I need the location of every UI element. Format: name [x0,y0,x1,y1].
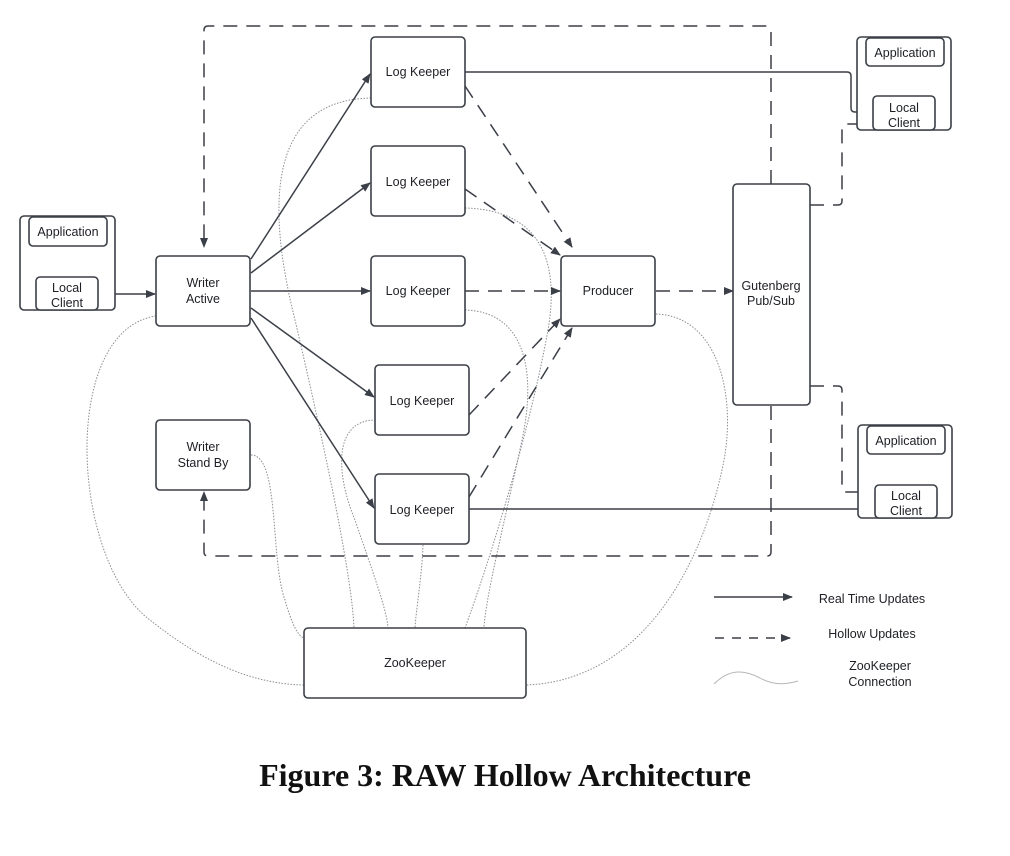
rt-writer-to-lk1 [250,73,371,260]
gutenberg-label-2: Pub/Sub [747,294,795,308]
log-keeper-1: Log Keeper [370,36,466,108]
local-client-label-left-1: Local [52,281,82,295]
rt-writer-to-lk4 [250,307,375,398]
local-client-label-top-right-2: Client [888,116,920,130]
gutenberg-node: Gutenberg Pub/Sub [732,183,811,406]
log-keeper-4: Log Keeper [374,364,470,436]
legend-real-time-label: Real Time Updates [819,592,925,606]
producer-label: Producer [583,284,634,298]
writer-standby-label-1: Writer [186,440,219,454]
producer-node: Producer [560,255,656,327]
hollow-lk4-to-producer [468,318,561,416]
rt-lk1-to-top-client [465,71,875,116]
application-box-bottom-right [866,425,946,455]
writer-active-label-2: Active [186,292,220,306]
rt-writer-to-lk2 [250,182,371,274]
figure-caption: Figure 3: RAW Hollow Architecture [259,757,751,793]
local-client-label-left-2: Client [51,296,83,310]
legend-zookeeper-label-2: Connection [848,675,911,689]
local-client-label-bottom-right-2: Client [890,504,922,518]
hollow-gutenberg-to-writers-loop [200,25,772,248]
hollow-gutenberg-to-standby-loop [200,406,772,557]
gutenberg-label-1: Gutenberg [741,279,800,293]
application-label-bottom-right: Application [875,434,936,448]
application-box-left [28,216,108,247]
zk-connection-log-keeper-2 [464,207,552,629]
hollow-gutenberg-to-bottom-client [810,385,876,496]
local-client-box-bottom-right [874,484,938,519]
application-box-top-right [865,37,945,67]
local-client-box-left [35,276,99,311]
legend: Real Time Updates Hollow Updates ZooKeep… [713,592,925,689]
local-client-box-top-right [872,95,936,131]
client-group-top-right: Application Local Client [856,36,952,131]
writer-standby-node: Writer Stand By [155,419,251,491]
zookeeper-node: ZooKeeper [303,627,527,699]
log-keeper-3: Log Keeper [370,255,466,327]
hollow-lk1-to-producer [464,85,573,248]
log-keeper-2: Log Keeper [370,145,466,217]
hollow-lk2-to-producer [464,188,561,256]
client-group-bottom-right: Application Local Client [857,424,953,519]
zookeeper-connections [86,97,728,686]
hollow-lk5-to-producer [468,327,573,498]
log-keeper-2-label: Log Keeper [386,175,451,189]
legend-zookeeper-curve [713,671,799,685]
zk-connection-log-keeper-4 [341,419,389,629]
log-keeper-3-label: Log Keeper [386,284,451,298]
log-keeper-1-label: Log Keeper [386,65,451,79]
legend-zookeeper-label-1: ZooKeeper [849,659,911,673]
writer-active-label-1: Writer [186,276,219,290]
hollow-gutenberg-to-top-client [810,120,875,206]
zk-connection-writer-active [86,315,305,686]
legend-hollow-label: Hollow Updates [828,627,916,641]
client-group-left: Application Local Client [19,215,116,311]
writer-active-node: Writer Active [155,255,251,327]
zk-connection-producer [526,313,728,686]
local-client-label-top-right-1: Local [889,101,919,115]
zk-connection-writer-standby [250,454,305,639]
log-keeper-5-label: Log Keeper [390,503,455,517]
application-label-top-right: Application [874,46,935,60]
application-label-left: Application [37,225,98,239]
log-keeper-4-label: Log Keeper [390,394,455,408]
zk-connection-log-keeper-5 [414,544,424,629]
writer-standby-label-2: Stand By [178,456,229,470]
hollow-update-lines [200,25,876,557]
zk-connection-log-keeper-3 [464,309,529,629]
log-keeper-5: Log Keeper [374,473,470,545]
local-client-label-bottom-right-1: Local [891,489,921,503]
zookeeper-label: ZooKeeper [384,656,446,670]
zk-connection-log-keeper-1 [278,97,372,629]
rt-writer-to-lk5 [250,317,375,509]
